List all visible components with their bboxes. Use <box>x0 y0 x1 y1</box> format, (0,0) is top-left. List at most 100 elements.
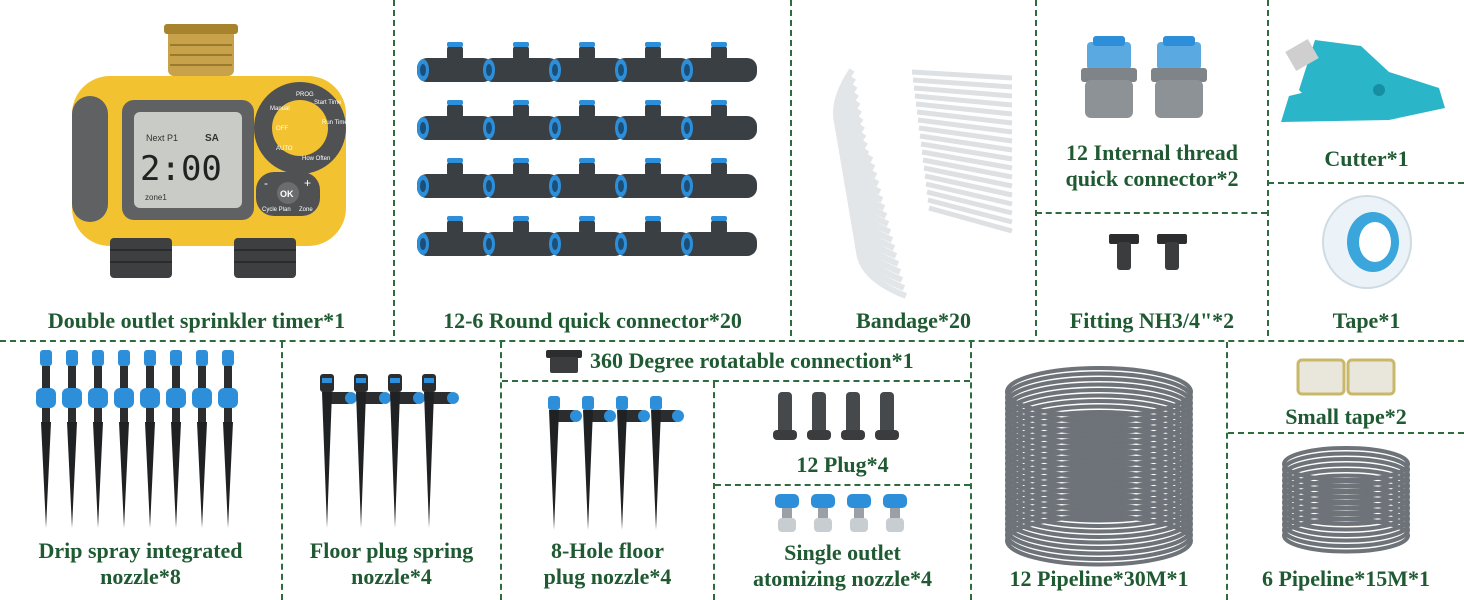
atomizing-label-line2: atomizing nozzle*4 <box>752 566 933 591</box>
drip-nozzle <box>36 350 56 528</box>
drip-label-line2: nozzle*8 <box>100 564 181 589</box>
dial-run: Run Time <box>322 120 348 126</box>
round-connector-cell: 12-6 Round quick connector*20 <box>395 0 790 340</box>
atomizing-nozzle <box>883 494 907 532</box>
floor-spring-nozzle <box>320 374 357 528</box>
divider <box>713 382 715 600</box>
divider <box>715 484 970 486</box>
dial-often: How Often <box>302 156 330 162</box>
cutter-cell: Cutter*1 <box>1269 0 1464 182</box>
plus-button-label: + <box>304 176 311 190</box>
tape-image <box>1322 195 1412 289</box>
divider <box>790 0 792 336</box>
drip-nozzle <box>218 350 238 528</box>
cycle-label: Cycle Plan <box>262 207 291 213</box>
minus-button-label: - <box>264 176 268 190</box>
pipeline12-label: 12 Pipeline*30M*1 <box>1009 566 1189 591</box>
divider <box>502 380 970 382</box>
connector-piece <box>615 42 691 82</box>
cutter-label: Cutter*1 <box>1324 146 1409 171</box>
divider <box>1268 182 1464 184</box>
plug-piece <box>841 392 865 440</box>
timer-display: 2:00 <box>140 149 222 189</box>
small-tape-image <box>1296 358 1396 396</box>
internal-thread-cell: 12 Internal thread quick connector*2 <box>1037 0 1267 212</box>
bandage-cell: Bandage*20 <box>792 0 1035 340</box>
drip-nozzle-image <box>36 350 238 528</box>
divider <box>393 0 395 336</box>
atomizing-nozzle-image <box>775 494 907 532</box>
dial-manual: Manual <box>270 106 290 112</box>
atomizing-nozzle <box>847 494 871 532</box>
tape-label: Tape*1 <box>1332 308 1401 333</box>
connector-piece <box>681 100 757 140</box>
rotatable-connection-image <box>546 350 582 373</box>
pipeline6-label: 6 Pipeline*15M*1 <box>1261 566 1431 591</box>
connector-piece <box>417 158 493 198</box>
eight-hole-nozzle <box>548 396 582 530</box>
timer-cell: Next P1 SA 2:00 zone1 OFF PROG Start Tim… <box>0 0 393 340</box>
drip-nozzle <box>62 350 82 528</box>
plug-piece <box>875 392 899 440</box>
dial-prog: PROG <box>296 92 314 98</box>
floor-spring-label-line2: nozzle*4 <box>351 564 432 589</box>
timer-label: Double outlet sprinkler timer*1 <box>47 308 346 333</box>
plug-piece <box>773 392 797 440</box>
floor-spring-cell: Floor plug spring nozzle*4 <box>283 342 500 600</box>
round-connector-image <box>417 42 757 256</box>
eight-hole-nozzle <box>616 396 650 530</box>
pipeline12-image <box>1005 366 1193 567</box>
small-tape-cell: Small tape*2 <box>1228 342 1464 432</box>
pipeline6-image <box>1282 446 1410 554</box>
pipeline6-cell: 6 Pipeline*15M*1 <box>1228 434 1464 600</box>
divider <box>1226 342 1228 600</box>
internal-thread-label-line2: quick connector*2 <box>1065 166 1239 191</box>
floor-spring-label-line1: Floor plug spring <box>309 538 474 563</box>
connector-piece <box>417 42 493 82</box>
drip-nozzle <box>140 350 160 528</box>
divider <box>1267 0 1269 336</box>
eight-hole-nozzle <box>650 396 684 530</box>
connector-piece <box>417 216 493 256</box>
floor-spring-nozzle <box>354 374 391 528</box>
next-label: Next P1 <box>146 133 178 143</box>
rotatable-cell: 360 Degree rotatable connection*1 <box>502 342 970 380</box>
floor-spring-nozzle <box>422 374 459 528</box>
divider <box>970 342 972 600</box>
drip-cell: Drip spray integrated nozzle*8 <box>0 342 281 600</box>
atomizing-label-line1: Single outlet <box>784 540 901 565</box>
ok-button-label: OK <box>280 189 294 199</box>
eight-hole-nozzle-image <box>548 396 684 530</box>
rotatable-label: 360 Degree rotatable connection*1 <box>590 348 914 373</box>
connector-piece <box>483 158 559 198</box>
atomizing-nozzle <box>775 494 799 532</box>
pipe-coil-loop <box>1282 490 1410 526</box>
small-tape-label: Small tape*2 <box>1285 404 1407 429</box>
internal-thread-connector-image <box>1081 36 1207 118</box>
connector-piece <box>549 100 625 140</box>
plug-label: 12 Plug*4 <box>796 452 889 477</box>
fitting-image <box>1109 234 1187 270</box>
divider <box>1035 0 1037 336</box>
drip-nozzle <box>166 350 186 528</box>
bandage-image <box>833 68 1013 299</box>
eight-hole-label-line1: 8-Hole floor <box>550 538 665 563</box>
sprinkler-timer-image: Next P1 SA 2:00 zone1 OFF PROG Start Tim… <box>72 24 348 278</box>
drip-nozzle <box>192 350 212 528</box>
drip-nozzle <box>88 350 108 528</box>
pipe-coil-loop <box>1282 517 1410 554</box>
bandage-strap <box>855 204 1013 299</box>
tape-cell: Tape*1 <box>1269 184 1464 340</box>
divider <box>1228 432 1464 434</box>
fitting-label: Fitting NH3/4"*2 <box>1069 308 1235 333</box>
divider <box>281 342 283 600</box>
plug-image <box>773 392 899 440</box>
pipe-coil-loop <box>1282 506 1410 543</box>
eight-hole-label-line2: plug nozzle*4 <box>543 564 672 589</box>
bandage-label: Bandage*20 <box>856 308 971 333</box>
cutter-image <box>1281 38 1445 122</box>
connector-piece <box>549 216 625 256</box>
connector-piece <box>549 42 625 82</box>
pipe-coil-loop <box>1282 501 1410 537</box>
floor-spring-nozzle <box>388 374 425 528</box>
